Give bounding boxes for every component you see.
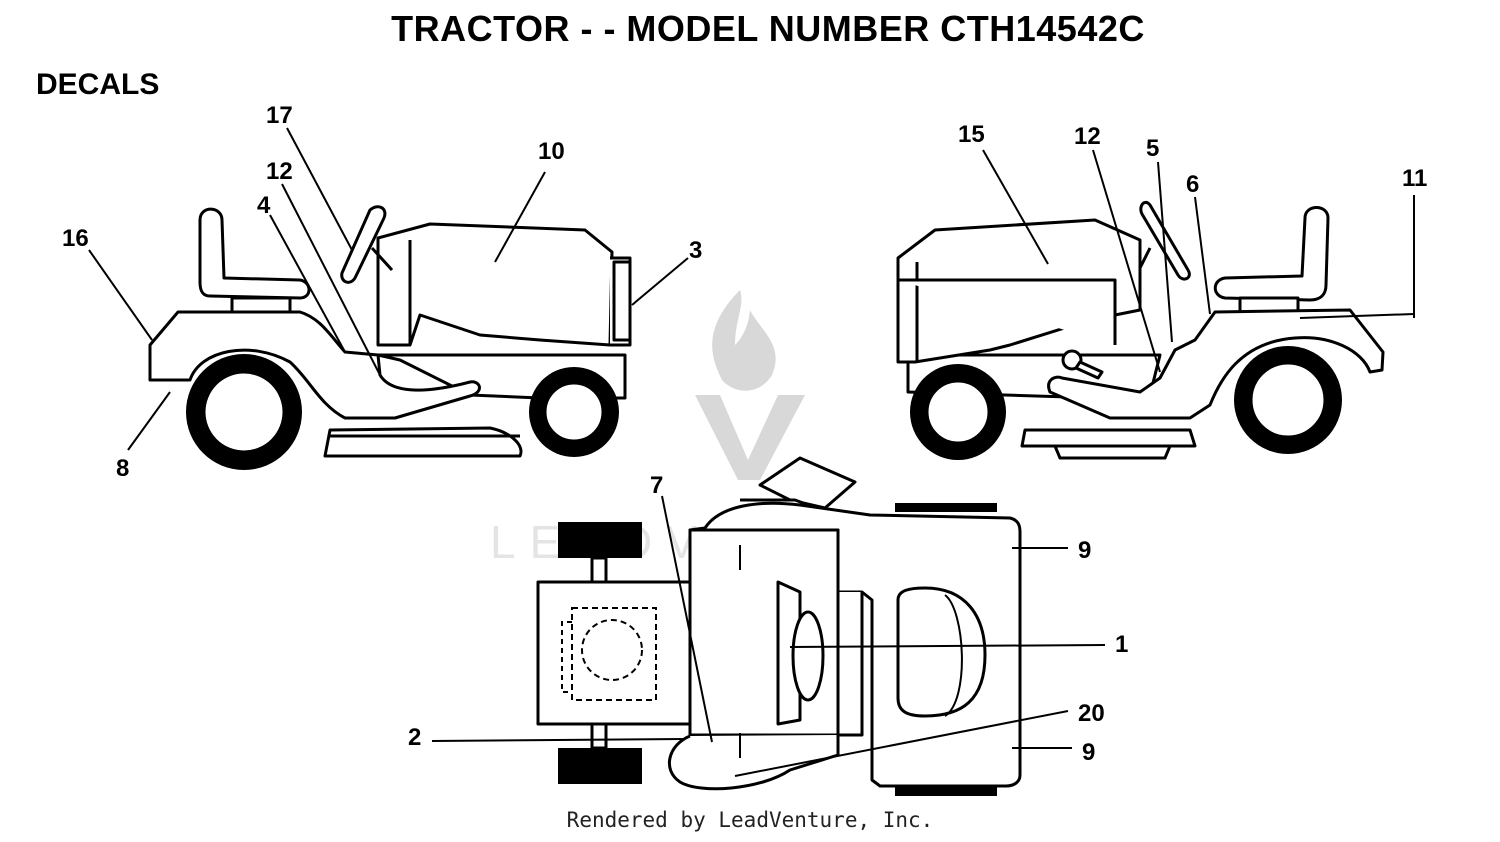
callout-2: 2: [408, 724, 421, 751]
tractor-right-side-view: [896, 149, 1415, 460]
callout-12-right: 12: [1074, 123, 1101, 150]
callout-8: 8: [116, 455, 129, 482]
page-title: TRACTOR - - MODEL NUMBER CTH14542C: [391, 8, 1145, 49]
callout-7: 7: [650, 472, 663, 499]
callout-12-left: 12: [266, 158, 293, 185]
flame-icon: [712, 290, 776, 391]
callout-20: 20: [1078, 700, 1105, 727]
callout-labels: 16 8 17 12 4 10 3 15 12 5 6 11 7 9 1 2 2…: [62, 102, 1427, 766]
callout-3: 3: [689, 237, 702, 264]
callout-9-bottom: 9: [1082, 739, 1095, 766]
callout-6: 6: [1186, 171, 1199, 198]
callout-4: 4: [257, 192, 271, 219]
section-heading: DECALS: [36, 68, 160, 101]
callout-9-top: 9: [1078, 537, 1091, 564]
footer-credit: Rendered by LeadVenture, Inc.: [566, 808, 934, 832]
callout-5: 5: [1146, 135, 1159, 162]
tractor-top-view: [431, 456, 1106, 796]
v-logo-icon: [695, 395, 805, 480]
callout-10: 10: [538, 138, 565, 165]
callout-17: 17: [266, 102, 293, 129]
callout-15: 15: [958, 121, 985, 148]
callout-11: 11: [1402, 165, 1427, 192]
tractor-left-side-view: [88, 127, 689, 470]
callout-1: 1: [1115, 631, 1128, 658]
callout-16: 16: [62, 225, 89, 252]
